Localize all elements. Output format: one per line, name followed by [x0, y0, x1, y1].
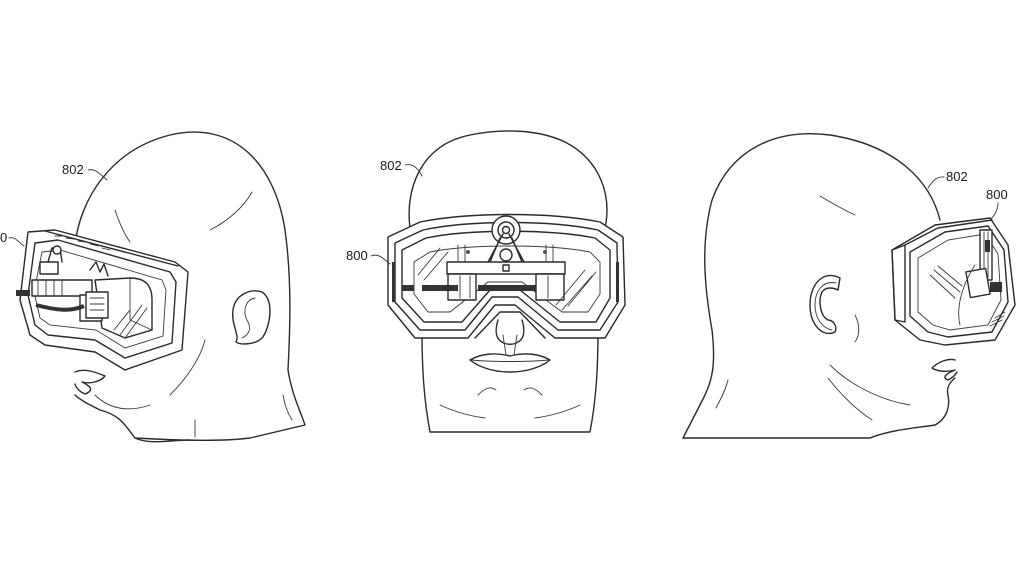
front-jaw-left [439, 404, 486, 419]
front-nose-bridge-cutout [474, 311, 546, 339]
front-head-leader [404, 164, 423, 177]
front-glass-reflection-left [417, 247, 449, 281]
front-goggle-frame-2 [394, 221, 619, 331]
front-head-outline [408, 130, 608, 229]
left-head-label: 802 [62, 162, 84, 177]
right-mechanism [965, 229, 1006, 327]
right-ear [809, 274, 841, 335]
right-jaw-line [829, 364, 911, 406]
front-nose [495, 319, 525, 345]
left-goggle-inner-frame [27, 239, 177, 359]
right-jaw-line-2 [827, 377, 873, 421]
front-chin-left [477, 387, 497, 396]
front-left-vent [392, 262, 395, 302]
right-head-outline [682, 133, 956, 439]
right-head-label: 802 [946, 169, 968, 184]
front-jaw-right [534, 404, 581, 419]
left-back-neck [282, 394, 293, 421]
front-lens-window [413, 245, 601, 313]
left-mechanism [31, 245, 109, 322]
left-rail-bar-curved [35, 303, 85, 312]
left-device-leader [8, 237, 25, 247]
right-back-neck-line [715, 379, 729, 409]
front-chin-right [523, 387, 543, 396]
front-a-frame-pivot [499, 248, 513, 262]
right-device-leader [989, 202, 999, 221]
front-goggle-frame [387, 213, 626, 339]
right-ear-inner [814, 282, 837, 331]
front-rail-center [478, 285, 536, 291]
front-head-label: 802 [380, 158, 402, 173]
left-lens-box [94, 277, 153, 339]
right-cheek-line [854, 314, 860, 343]
right-skull-line [819, 195, 856, 216]
left-neck-line [134, 437, 191, 443]
left-head-outline [74, 131, 306, 441]
front-right-vent [616, 262, 619, 302]
right-view: 802 800 [682, 133, 1016, 439]
right-goggle-inner-frame-2 [917, 233, 1002, 331]
left-rail-bar [16, 290, 30, 296]
front-view: 802 800 [346, 130, 626, 433]
left-ear-inner [241, 297, 256, 339]
front-device-leader [370, 254, 391, 265]
right-glass-reflection [929, 265, 963, 299]
right-goggle-inner-frame [909, 225, 1009, 338]
left-crown-line [209, 191, 253, 231]
left-head-leader [87, 169, 108, 181]
left-glass-reflection [113, 304, 148, 339]
front-mechanism [446, 244, 566, 301]
front-device-label: 800 [346, 248, 368, 263]
left-view: 802 0 [0, 131, 306, 443]
right-lips [931, 358, 958, 381]
front-top-hub-center [501, 225, 511, 235]
left-jaw-line [94, 394, 151, 410]
front-lips-line [471, 359, 549, 362]
front-a-frame [487, 233, 525, 263]
right-goggle-top-edge [904, 219, 993, 246]
front-glass-reflection-right [555, 269, 597, 311]
front-rail-left-stub [402, 285, 414, 291]
right-glass-curve [958, 264, 976, 326]
right-goggle-side-panel [891, 244, 906, 323]
left-lips [74, 369, 106, 395]
front-lips [469, 353, 551, 373]
front-rail-left [422, 285, 458, 291]
right-head-leader [927, 176, 945, 189]
left-lens-box-edge [129, 277, 153, 331]
front-face-outline [421, 329, 599, 433]
left-temple-line [114, 209, 131, 243]
left-ear [232, 290, 271, 345]
right-device-label: 800 [986, 187, 1008, 202]
left-goggle-top-vents [44, 230, 179, 267]
front-nose-bridge [502, 334, 518, 356]
left-device-label: 0 [0, 230, 7, 245]
left-cheek-line [169, 339, 206, 396]
left-goggle-inner-frame-2 [33, 249, 167, 349]
